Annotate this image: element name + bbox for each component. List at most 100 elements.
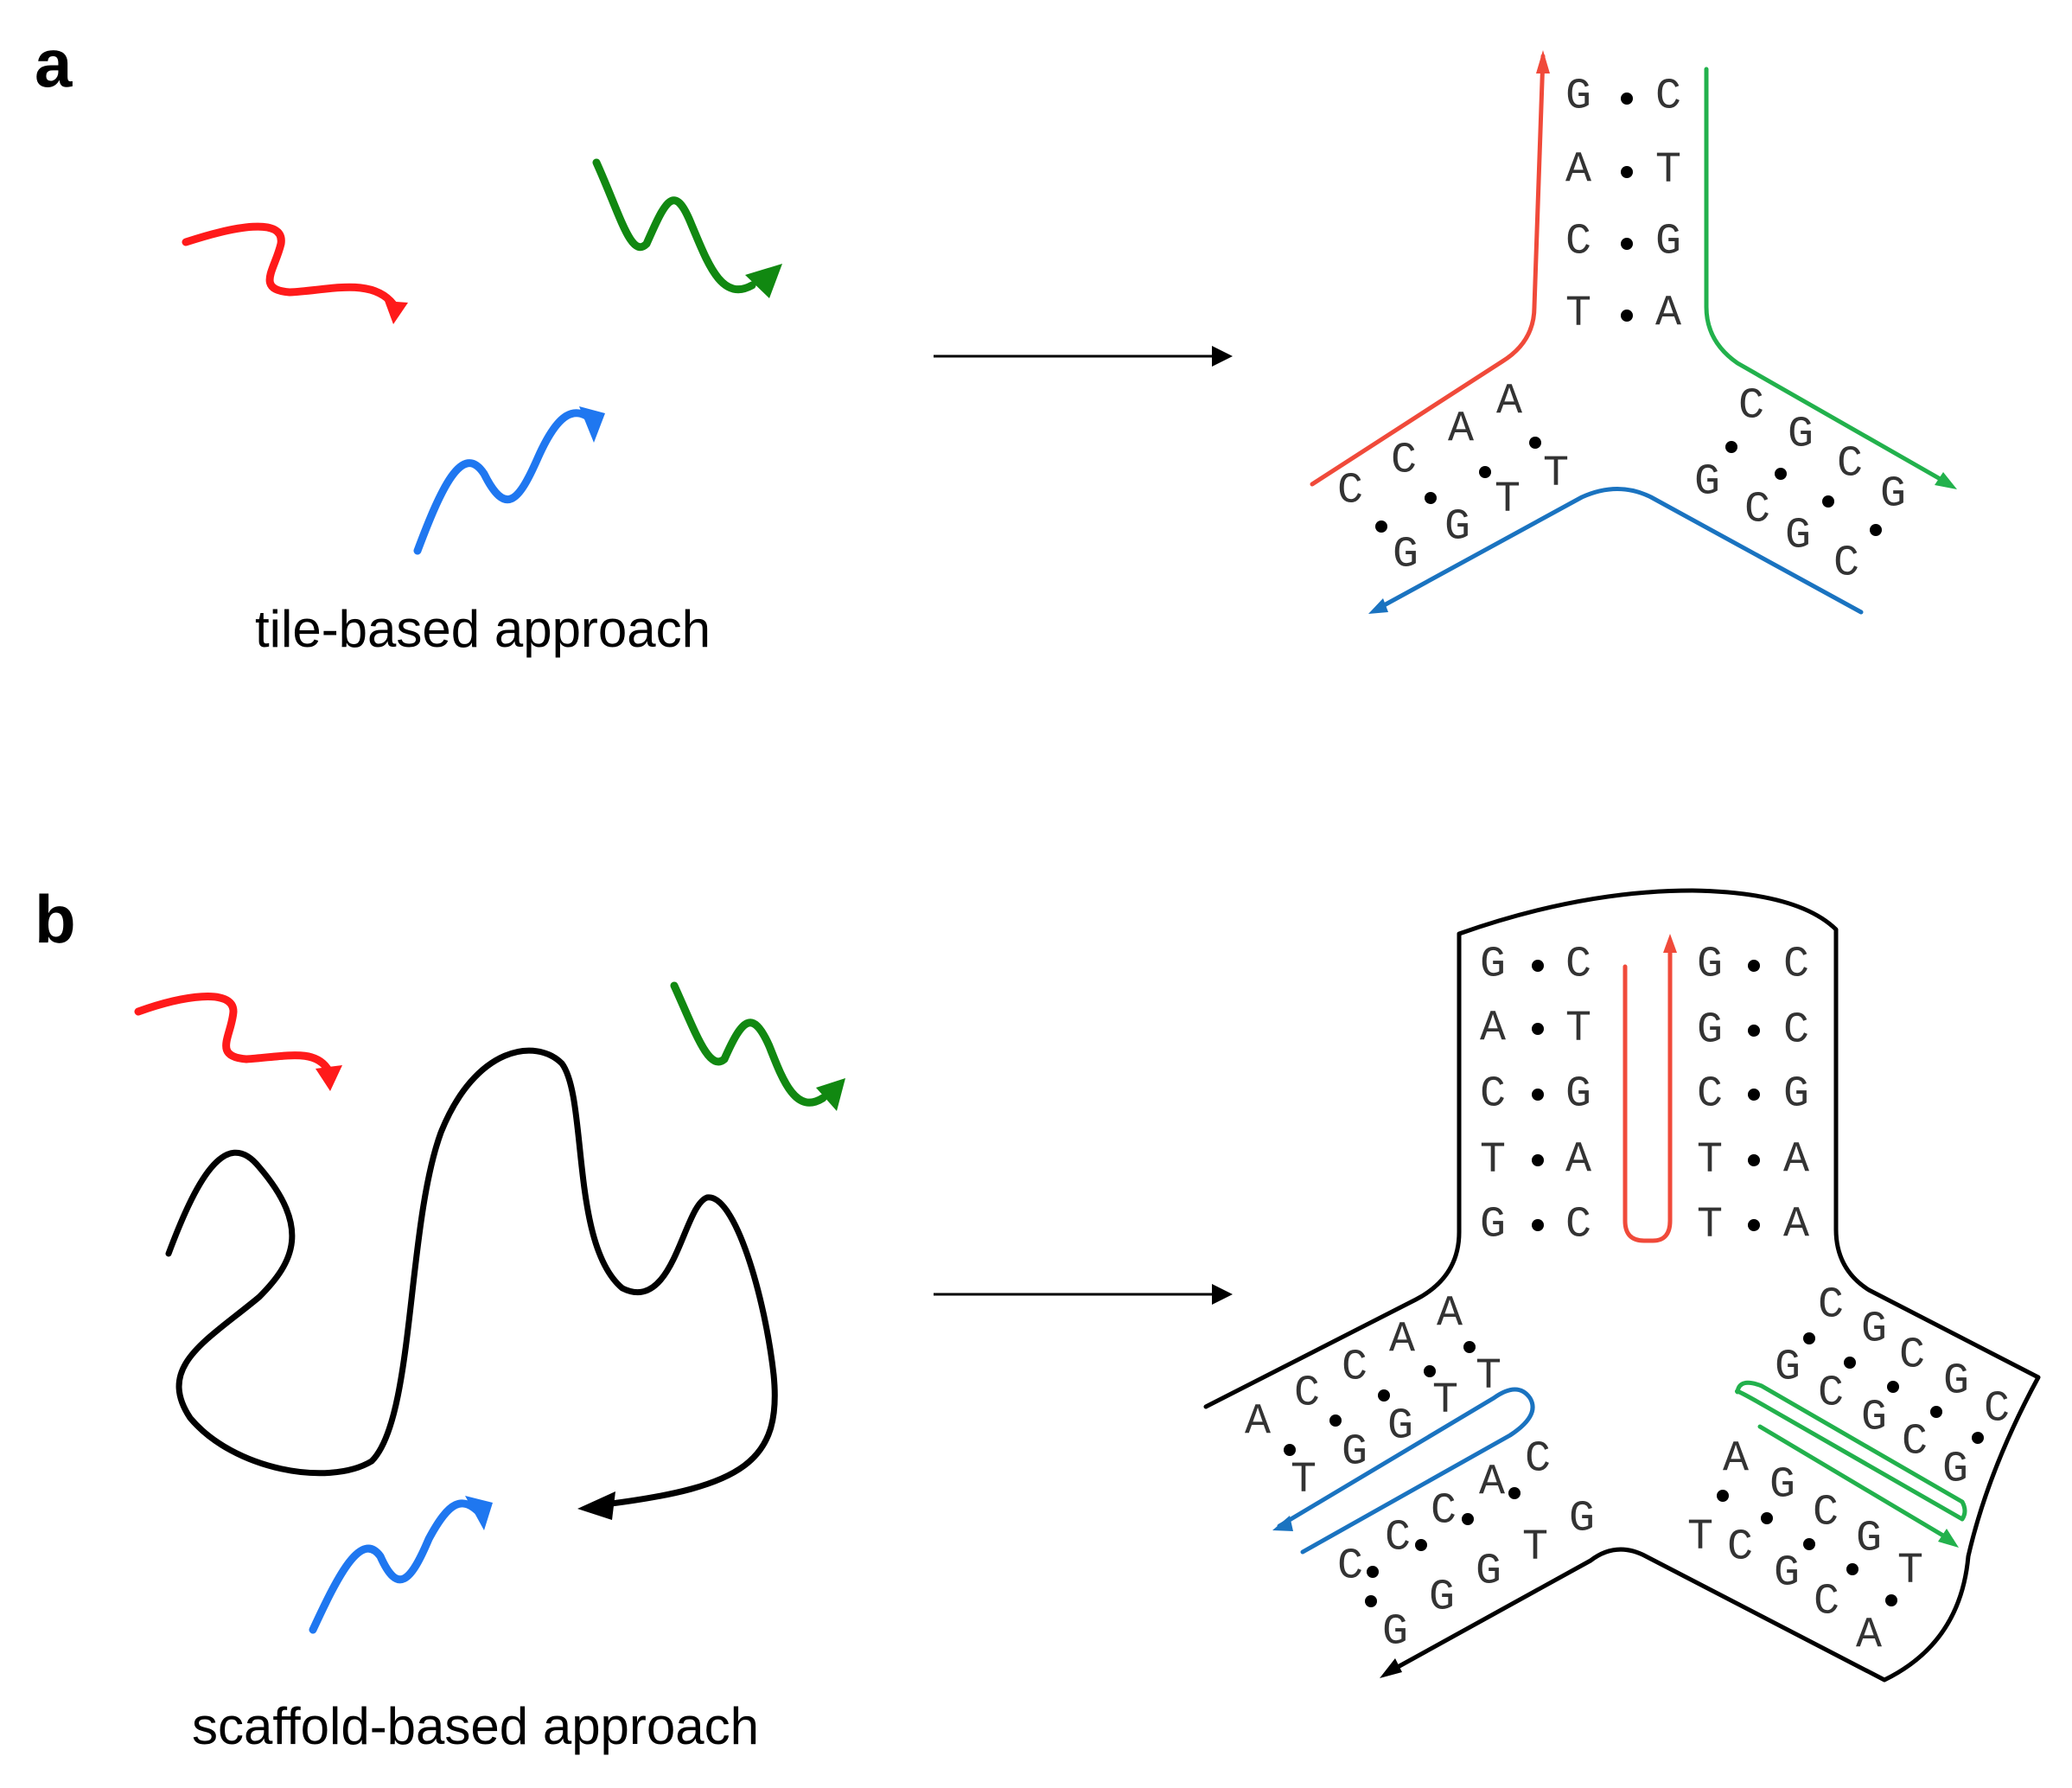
svg-text:G: G <box>1382 1608 1408 1657</box>
tile-left-arm: A A C C T T G G <box>1337 378 1569 580</box>
svg-text:T: T <box>1543 450 1569 499</box>
svg-text:C: C <box>1565 941 1591 990</box>
svg-text:T: T <box>1480 1136 1506 1185</box>
svg-text:C: C <box>1655 73 1681 122</box>
svg-text:C: C <box>1833 540 1859 589</box>
svg-text:G: G <box>1569 1495 1595 1544</box>
svg-text:C: C <box>1565 1201 1591 1250</box>
svg-text:C: C <box>1391 437 1417 486</box>
scaffold-right-upper: C G C G C G C G C G <box>1775 1281 2010 1495</box>
svg-text:A: A <box>1437 1290 1463 1339</box>
tile-top-pair-0: G C <box>1565 73 1681 122</box>
svg-text:C: C <box>1899 1331 1925 1381</box>
svg-text:G: G <box>1697 941 1723 990</box>
svg-text:C: C <box>1783 1006 1809 1056</box>
svg-text:G: G <box>1856 1515 1882 1564</box>
svg-text:A: A <box>1723 1435 1749 1485</box>
svg-text:T: T <box>1697 1136 1723 1185</box>
svg-text:C: C <box>1337 467 1363 516</box>
free-strand-green <box>592 158 782 298</box>
svg-text:A: A <box>1479 1459 1505 1508</box>
svg-text:C: C <box>1814 1578 1839 1627</box>
svg-text:A: A <box>1448 405 1474 455</box>
svg-text:G: G <box>1861 1394 1887 1443</box>
scaffold-top-right-pairs: G C G C C G T A T A <box>1697 941 1809 1250</box>
svg-text:A: A <box>1565 146 1591 195</box>
svg-text:T: T <box>1697 1201 1723 1250</box>
free-strand-blue-b <box>309 1496 493 1634</box>
svg-text:G: G <box>1788 411 1814 460</box>
svg-text:G: G <box>1393 531 1419 580</box>
tile-top-pair-3: T A <box>1565 290 1681 339</box>
free-strand-red <box>182 222 408 324</box>
svg-text:G: G <box>1476 1548 1501 1597</box>
svg-text:A: A <box>1480 1005 1506 1054</box>
tile-top-pair-2: C G <box>1565 218 1681 267</box>
free-strand-blue <box>413 406 605 555</box>
svg-text:G: G <box>1774 1549 1800 1599</box>
svg-text:A: A <box>1783 1201 1809 1250</box>
panel-b-label: b <box>35 881 76 957</box>
svg-text:G: G <box>1655 218 1681 267</box>
panel-b: b scaffold-based approach <box>35 881 2041 1755</box>
free-strand-green-b <box>670 981 845 1111</box>
svg-text:A: A <box>1655 290 1681 339</box>
svg-text:C: C <box>1818 1281 1844 1331</box>
svg-text:G: G <box>1785 512 1811 561</box>
svg-text:A: A <box>1389 1316 1415 1365</box>
svg-text:T: T <box>1432 1376 1458 1426</box>
svg-text:G: G <box>1861 1306 1887 1355</box>
svg-text:G: G <box>1694 458 1720 508</box>
svg-text:T: T <box>1655 146 1681 195</box>
svg-text:G: G <box>1783 1070 1809 1120</box>
scaffold-left-lower: C A C C C G T G G G <box>1337 1435 1595 1657</box>
svg-text:C: C <box>1727 1523 1753 1573</box>
svg-text:T: T <box>1565 1005 1591 1054</box>
caption-scaffold-based: scaffold-based approach <box>192 1697 759 1755</box>
svg-text:C: C <box>1385 1514 1411 1563</box>
svg-text:G: G <box>1480 1201 1506 1250</box>
scaffold-top-left-pairs: G C A T C G T A G C <box>1480 941 1591 1250</box>
svg-text:C: C <box>1431 1487 1457 1536</box>
svg-text:T: T <box>1291 1456 1317 1505</box>
svg-text:G: G <box>1565 73 1591 122</box>
caption-tile-based: tile-based approach <box>255 600 711 658</box>
svg-text:G: G <box>1444 503 1470 552</box>
svg-text:G: G <box>1387 1402 1413 1452</box>
svg-text:C: C <box>1813 1489 1839 1538</box>
svg-text:G: G <box>1697 1006 1723 1056</box>
svg-text:A: A <box>1245 1398 1271 1447</box>
svg-text:C: C <box>1294 1370 1320 1419</box>
svg-text:C: C <box>1738 382 1764 431</box>
svg-text:A: A <box>1565 1136 1591 1185</box>
svg-text:G: G <box>1769 1461 1795 1510</box>
svg-text:C: C <box>1697 1070 1723 1120</box>
svg-text:T: T <box>1687 1513 1713 1562</box>
scaffold-right-lower: A G C G T T C G C A <box>1687 1435 1923 1661</box>
svg-text:C: C <box>1480 1070 1506 1120</box>
svg-text:C: C <box>1337 1542 1363 1592</box>
svg-text:A: A <box>1496 378 1522 427</box>
svg-text:C: C <box>1565 218 1591 267</box>
tile-junction: G C A T C G T A A A <box>1310 50 1957 615</box>
svg-text:G: G <box>1942 1446 1968 1495</box>
svg-text:G: G <box>1565 1070 1591 1120</box>
svg-text:C: C <box>1342 1344 1368 1393</box>
svg-text:C: C <box>1525 1435 1551 1485</box>
svg-text:C: C <box>1783 941 1809 990</box>
svg-text:T: T <box>1522 1523 1548 1573</box>
svg-text:G: G <box>1880 470 1906 520</box>
svg-text:G: G <box>1342 1428 1368 1478</box>
svg-text:T: T <box>1476 1352 1501 1402</box>
svg-text:C: C <box>1744 486 1770 535</box>
svg-text:C: C <box>1837 440 1863 489</box>
svg-text:A: A <box>1783 1136 1809 1185</box>
svg-text:A: A <box>1856 1612 1882 1661</box>
scaffold-strand <box>165 1047 778 1520</box>
svg-text:T: T <box>1495 476 1521 525</box>
svg-text:G: G <box>1480 941 1506 990</box>
svg-text:C: C <box>1902 1418 1928 1467</box>
svg-text:T: T <box>1565 290 1591 339</box>
panel-a-label: a <box>35 25 73 101</box>
